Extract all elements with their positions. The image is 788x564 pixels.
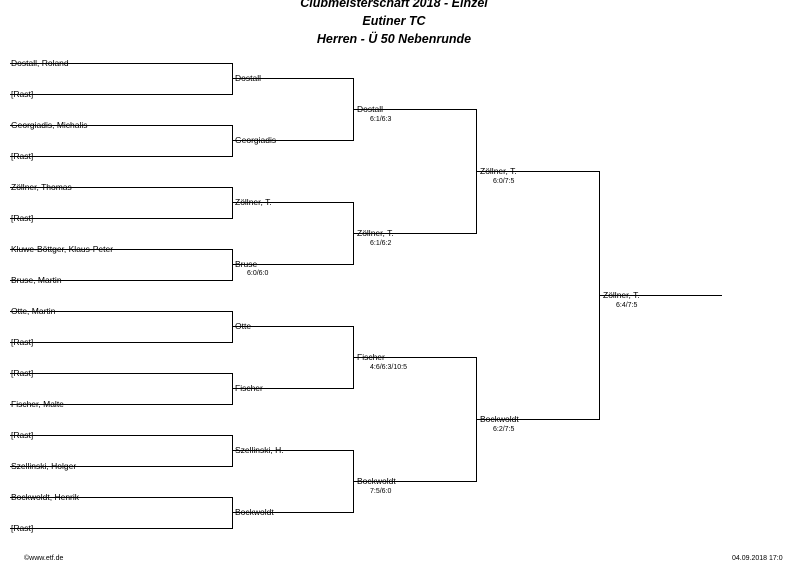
r1-player-5: Zöllner, Thomas xyxy=(11,182,72,192)
r2-score-4: 6:0/6:0 xyxy=(247,270,269,277)
r1-player-6: [Rast] xyxy=(11,213,34,223)
r1-player-10: [Rast] xyxy=(11,337,34,347)
r2-player-3: Zöllner, T. xyxy=(235,197,272,207)
r4-player-2: Bockwoldt xyxy=(480,414,519,424)
r1-player-8: Bruse, Martin xyxy=(11,275,62,285)
title-line-1: Clubmeisterschaft 2018 - Einzel xyxy=(300,0,488,10)
r3-player-3: Fischer xyxy=(357,352,385,362)
title-line-2: Eutiner TC xyxy=(362,14,426,28)
r1-player-13: [Rast] xyxy=(11,430,34,440)
r1-player-12: Fischer, Malte xyxy=(11,399,64,409)
r4-score-2: 6:2/7:5 xyxy=(493,426,515,433)
r2-player-2: Georgiadis xyxy=(235,135,277,145)
footer-copyright: ©www.etf.de xyxy=(24,555,64,562)
title-line-3: Herren - Ü 50 Nebenrunde xyxy=(316,32,472,46)
r1-player-7: Kluwe-Böttger, Klaus-Peter xyxy=(11,244,114,254)
r3-score-1: 6:1/6:3 xyxy=(370,116,392,123)
r1-player-1: Dostall, Roland xyxy=(11,58,69,68)
footer-timestamp: 04.09.2018 17:0 xyxy=(732,555,783,562)
r2-player-5: Otte xyxy=(235,321,252,331)
r3-score-2: 6:1/6:2 xyxy=(370,240,392,247)
winner-score: 6:4/7:5 xyxy=(616,302,638,309)
r3-score-4: 7:5/6:0 xyxy=(370,488,392,495)
r2-player-7: Szellinski, H. xyxy=(235,445,284,455)
r2-player-4: Bruse xyxy=(235,259,258,269)
r2-player-8: Bockwoldt xyxy=(235,507,274,517)
r4-player-1: Zöllner, T. xyxy=(480,166,517,176)
r1-player-15: Bockwoldt, Henrik xyxy=(11,492,80,502)
r3-player-4: Bockwoldt xyxy=(357,476,396,486)
r1-player-2: [Rast] xyxy=(11,89,34,99)
winner-name: Zöllner, T. xyxy=(603,290,640,300)
r1-player-3: Georgiadis, Michalis xyxy=(11,120,88,130)
r2-player-1: Dostall xyxy=(235,73,261,83)
r3-score-3: 4:6/6:3/10:5 xyxy=(370,364,407,371)
r3-player-2: Zöllner, T. xyxy=(357,228,394,238)
r3-player-1: Dostall xyxy=(357,104,383,114)
r1-player-16: [Rast] xyxy=(11,523,34,533)
r2-player-6: Fischer xyxy=(235,383,263,393)
r1-player-4: [Rast] xyxy=(11,151,34,161)
r1-player-14: Szellinski, Holger xyxy=(11,461,77,471)
r1-player-9: Otte, Martin xyxy=(11,306,56,316)
r1-player-11: [Rast] xyxy=(11,368,34,378)
r4-score-1: 6:0/7:5 xyxy=(493,178,515,185)
